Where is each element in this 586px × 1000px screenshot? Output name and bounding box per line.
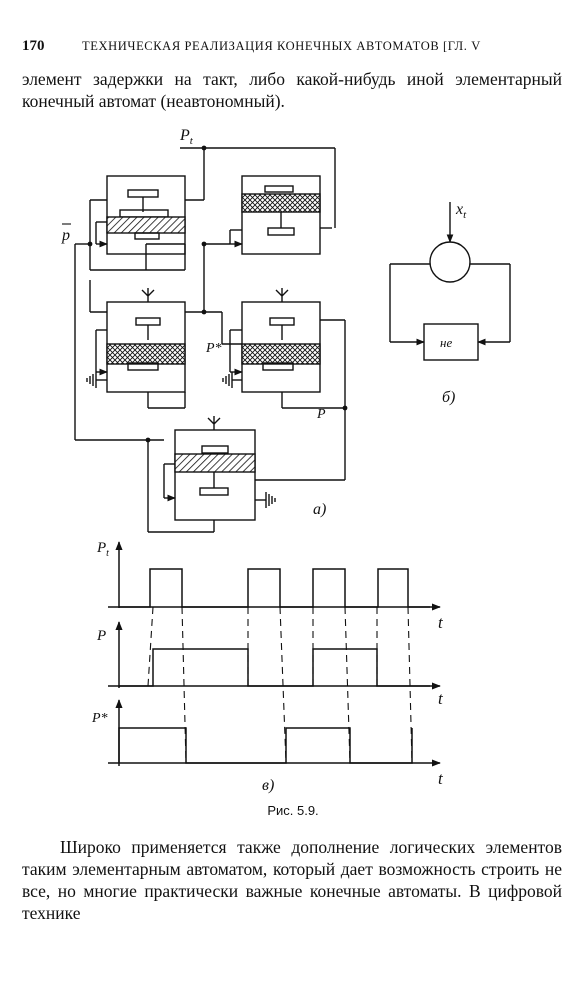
diagram-v	[108, 541, 441, 767]
relay-block-5	[163, 416, 276, 521]
label-p: P	[316, 407, 326, 422]
axis-t-1: t	[438, 613, 444, 632]
figure-caption: Рис. 5.9.	[267, 803, 319, 818]
paragraph-bottom: Широко применяется также дополнение логи…	[22, 837, 562, 923]
automaton-circle	[429, 241, 471, 283]
label-pstar: P*	[205, 341, 222, 356]
relay-block-3	[86, 288, 186, 393]
label-sig2: P	[96, 628, 106, 644]
page-header: 170 ТЕХНИЧЕСКАЯ РЕАЛИЗАЦИЯ КОНЕЧНЫХ АВТО…	[22, 38, 562, 58]
page-number: 170	[22, 38, 45, 54]
waveform-p	[119, 648, 430, 687]
label-pt-sub: t	[190, 135, 194, 147]
inverter-box	[423, 323, 479, 361]
axis-t-3: t	[438, 769, 444, 788]
inverter-label: не	[440, 335, 452, 350]
relay-block-1	[95, 175, 186, 260]
svg-text:Pt: Pt	[179, 127, 194, 147]
junction-dot	[201, 241, 207, 247]
axis-t-2: t	[438, 689, 444, 708]
junction-dot	[145, 437, 151, 443]
label-sig3: P*	[91, 711, 108, 726]
label-xt-sub: t	[463, 209, 467, 221]
label-part-a: а)	[313, 501, 326, 518]
relay-block-4	[222, 288, 321, 393]
junction-dot	[87, 241, 93, 247]
junction-dot	[342, 405, 348, 411]
svg-text:xt: xt	[455, 201, 467, 221]
relay-block-2	[229, 175, 332, 255]
label-sig1: P	[96, 540, 106, 556]
label-part-b: б)	[442, 389, 455, 406]
label-pbar: p	[61, 227, 70, 244]
diagram-a	[74, 147, 346, 533]
paragraph-top: элемент задержки на такт, либо какой-ниб…	[22, 69, 562, 111]
label-pt: P	[179, 127, 190, 144]
junction-dot	[201, 309, 207, 315]
label-sig1-sub: t	[106, 548, 109, 559]
label-xt: x	[455, 201, 463, 218]
junction-dot	[201, 145, 207, 151]
svg-text:Pt: Pt	[96, 540, 109, 559]
waveform-pt	[119, 568, 430, 608]
running-head: ТЕХНИЧЕСКАЯ РЕАЛИЗАЦИЯ КОНЕЧНЫХ АВТОМАТО…	[82, 39, 481, 53]
diagram-b	[389, 202, 511, 361]
waveform-pstar	[118, 727, 413, 764]
label-part-v: в)	[262, 777, 274, 794]
